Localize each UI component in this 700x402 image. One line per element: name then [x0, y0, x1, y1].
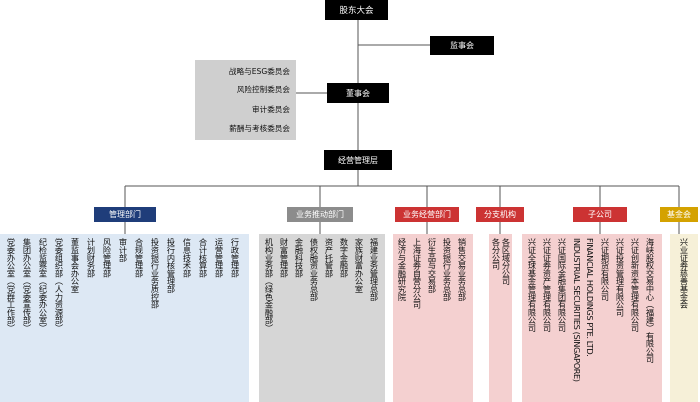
sub-singapore-line1: INDUSTRIAL SECURITIES (SINGAPORE) — [572, 238, 582, 382]
dept-ib-core-review: 投行内核管理部 — [166, 238, 176, 293]
dept-compliance: 合规管理部 — [134, 238, 144, 278]
foundation-panel: 兴业证券慈善基金会 — [670, 234, 698, 402]
dept-fujian-business: 福建业务管理总部 — [369, 238, 379, 301]
dept-shanghai-proprietary: 上海证券自营分公司 — [412, 238, 422, 309]
management-departments-panel: 党委办公室（党群工作部） 集团办公室（党委宣传部） 纪检监察室（纪委办公室） 党… — [0, 234, 249, 402]
shareholders-meeting-node: 股东大会 — [325, 0, 388, 20]
category-foundation: 基金会 — [660, 207, 698, 222]
dept-economic-research: 经济与金融研究院 — [397, 238, 407, 301]
category-management-label: 管理部门 — [109, 210, 141, 219]
sub-asset-management: 兴证证券资产管理有限公司 — [542, 238, 552, 332]
committee-compensation: 薪酬与考核委员会 — [229, 124, 290, 133]
dept-asset-custody: 资产托管部 — [324, 238, 334, 278]
committee-strategy-esg: 战略与ESG委员会 — [228, 67, 290, 76]
supervisors-label: 监事会 — [450, 41, 474, 50]
dept-risk-management: 风险管理部 — [102, 238, 112, 278]
category-subsidiaries: 子公司 — [573, 207, 627, 222]
business-support-panel: 机构业务部（绿色金融部） 财富管理部 金融科技部 债权融资业务总部 资产托管部 … — [259, 234, 385, 402]
branch-regional-branches: 各区域分公司 — [501, 238, 511, 285]
sub-futures: 兴证期货有限公司 — [600, 238, 610, 301]
business-ops-panel: 经济与金融研究院 上海证券自营分公司 衍生品与交易部 投资银行业务总部 销售交易… — [393, 234, 473, 402]
dept-debt-financing: 债权融资业务总部 — [309, 238, 319, 301]
category-business-ops-label: 业务经营部门 — [403, 210, 451, 219]
board-committees-panel: 战略与ESG委员会 风险控制委员会 审计委员会 薪酬与考核委员会 — [195, 60, 296, 140]
dept-discipline-inspection: 纪检监察室（纪委办公室） — [38, 238, 48, 332]
committee-audit: 审计委员会 — [252, 105, 290, 114]
dept-group-office: 集团办公室（党委宣传部） — [22, 238, 32, 332]
sub-international-finance: 兴证国际金融集团有限公司 — [557, 238, 567, 332]
category-foundation-label: 基金会 — [667, 210, 691, 219]
sub-innovation-capital: 兴证创新资本管理有限公司 — [630, 238, 640, 332]
category-branches-label: 分支机构 — [484, 210, 516, 219]
committee-risk-control: 风险控制委员会 — [236, 85, 290, 94]
subsidiaries-panel: 兴证全球基金管理有限公司 兴证证券资产管理有限公司 兴证国际金融集团有限公司 I… — [522, 234, 662, 402]
foundation-charity: 兴业证券慈善基金会 — [679, 238, 689, 309]
sub-singapore-line2: FINANCIAL HOLDINGS PTE. LTD. — [585, 238, 595, 357]
board-node: 董事会 — [327, 83, 389, 103]
dept-party-office: 党委办公室（党群工作部） — [6, 238, 16, 332]
dept-party-organization: 党委组织部（人力资源部） — [54, 238, 64, 332]
dept-audit: 审计部 — [118, 238, 128, 262]
dept-board-office: 董监事会办公室 — [70, 238, 80, 293]
board-label: 董事会 — [346, 88, 370, 98]
category-branches: 分支机构 — [476, 207, 524, 222]
management-layer-node: 经营管理层 — [324, 150, 392, 170]
sub-investment-management: 兴证投资管理有限公司 — [615, 238, 625, 317]
sub-straits-equity-exchange: 海峡股权交易中心（福建）有限公司 — [645, 238, 655, 363]
dept-information-technology: 信息技术部 — [182, 238, 192, 278]
dept-institutional-business: 机构业务部（绿色金融部） — [264, 238, 274, 332]
dept-wealth-management: 财富管理部 — [279, 238, 289, 278]
dept-derivatives-trading: 衍生品与交易部 — [427, 238, 437, 293]
dept-accounting: 合计核算部 — [198, 238, 208, 278]
dept-sales-trading: 销售交易业务总部 — [457, 238, 467, 301]
category-management: 管理部门 — [94, 207, 156, 222]
branches-panel: 各分公司 各区域分公司 — [489, 234, 512, 402]
category-business-support-label: 业务推动部门 — [296, 210, 344, 219]
dept-family-office: 家族财富办公室 — [354, 238, 364, 293]
sub-global-fund: 兴证全球基金管理有限公司 — [527, 238, 537, 332]
dept-administration: 行政管理部 — [230, 238, 240, 278]
supervisors-node: 监事会 — [430, 36, 494, 55]
category-business-support: 业务推动部门 — [287, 207, 353, 222]
category-subsidiaries-label: 子公司 — [588, 210, 612, 219]
dept-ib-quality-control: 投资银行业务质控部 — [150, 238, 160, 309]
dept-investment-banking: 投资银行业务总部 — [442, 238, 452, 301]
dept-fintech: 金融科技部 — [294, 238, 304, 278]
branch-all-branches: 各分公司 — [491, 238, 501, 270]
dept-planning-finance: 计划财务部 — [86, 238, 96, 278]
management-layer-label: 经营管理层 — [338, 155, 378, 165]
dept-operations: 运营管理部 — [214, 238, 224, 278]
category-business-ops: 业务经营部门 — [395, 207, 459, 222]
shareholders-meeting-label: 股东大会 — [339, 6, 374, 16]
dept-digital-finance: 数字金融部 — [339, 238, 349, 278]
